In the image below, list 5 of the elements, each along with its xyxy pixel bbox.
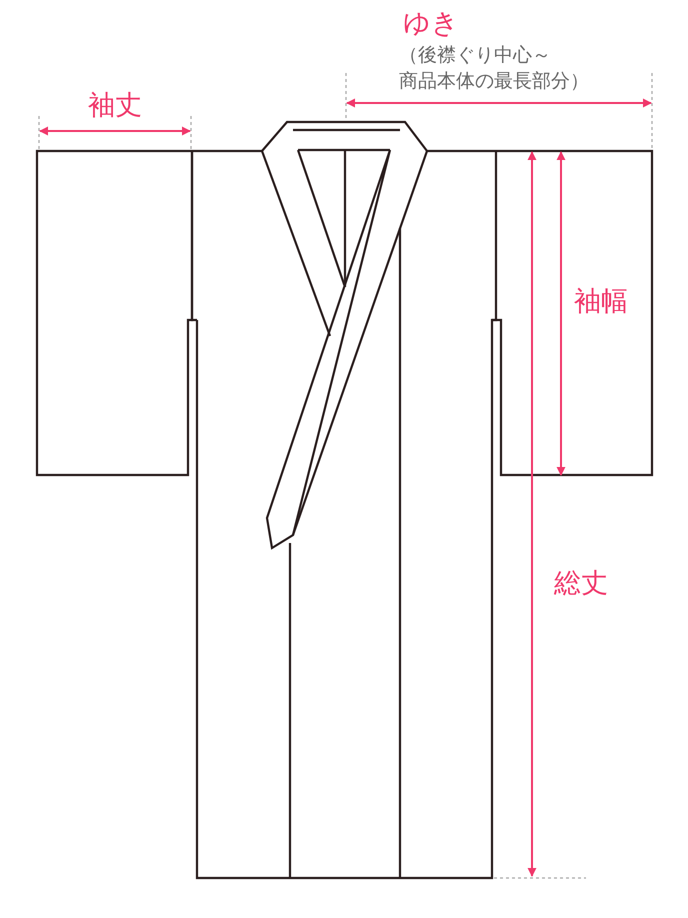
- note-text: （後襟ぐり中心～商品本体の最長部分）: [399, 43, 590, 94]
- dimension-label: 袖丈: [88, 90, 142, 122]
- dimension-label: ゆき: [403, 8, 459, 40]
- dimension-label: 総丈: [554, 568, 608, 600]
- dimension-label: 袖幅: [574, 286, 628, 318]
